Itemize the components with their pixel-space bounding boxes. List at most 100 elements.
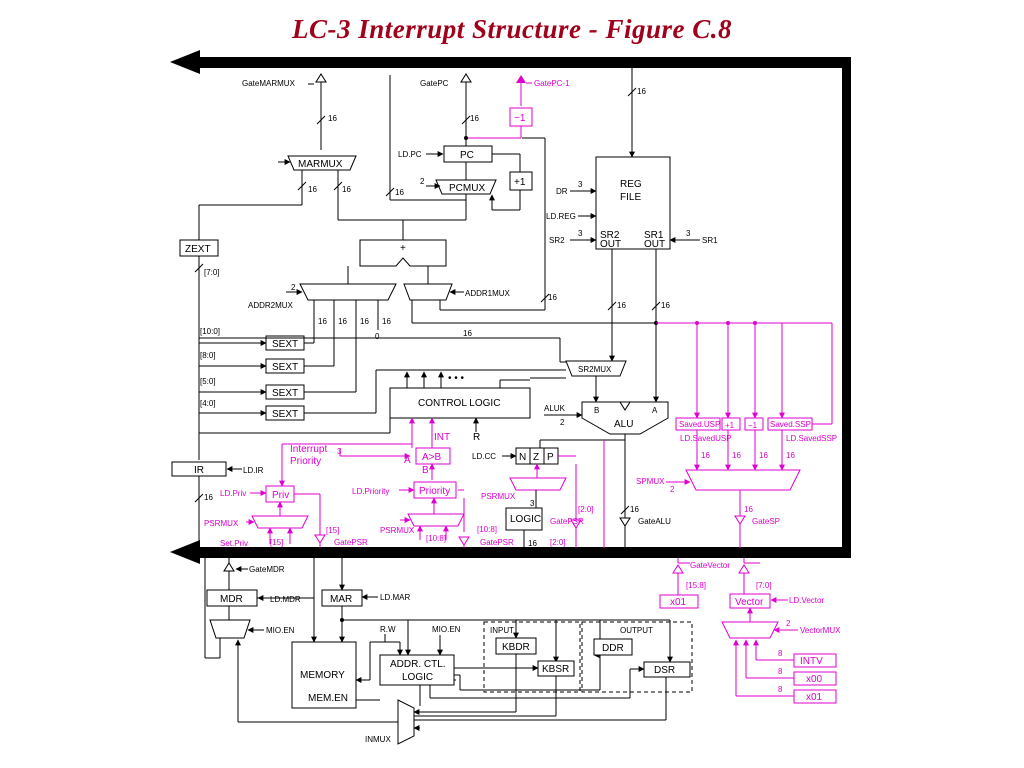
reg-file-label-2: FILE (620, 192, 641, 203)
dsr-label: DSR (654, 665, 675, 676)
logic-label: LOGIC (510, 514, 541, 525)
pcmux-label: PCMUX (449, 183, 485, 194)
output-label: OUTPUT (620, 626, 653, 635)
priority-psrmux (407, 513, 465, 527)
input-device-group (483, 621, 581, 693)
sext-label-2: SEXT (272, 362, 298, 373)
set-priv-label: Set.Priv (220, 539, 248, 548)
cc-psrmux (509, 477, 567, 491)
gate-alu-label: GateALU (638, 517, 671, 526)
pc-increment-unit (509, 171, 533, 191)
ddr-label: DDR (602, 643, 624, 654)
sext-label-3: SEXT (272, 388, 298, 399)
register-file (595, 156, 671, 250)
vector-label: Vector (735, 597, 764, 608)
cc-psrmux-label: PSRMUX (481, 492, 516, 501)
ld-priority-label: LD.Priority (352, 487, 389, 496)
addr2mux-select-width: 2 (291, 283, 296, 292)
addr2-w2: 16 (338, 317, 347, 326)
ddr (593, 638, 633, 656)
marmux-label: MARMUX (298, 159, 343, 170)
address-adder (359, 239, 447, 267)
zero-const-label: 0 (375, 332, 380, 341)
ld-vector-label: LD.Vector (789, 596, 824, 605)
ir-label: IR (194, 465, 204, 476)
pc-label: PC (460, 150, 474, 161)
sr2-width: 3 (578, 229, 583, 238)
cc-bits-label-2: [2:0] (550, 538, 566, 547)
addr-ctl-label-2: LOGIC (402, 672, 433, 683)
kbdr-label: KBDR (502, 642, 530, 653)
width-ticks (194, 87, 661, 515)
sr2mux (565, 360, 627, 377)
sr1-out-label-2: OUT (644, 239, 665, 250)
mar-label: MAR (330, 594, 352, 605)
figure-title: LC-3 Interrupt Structure - Figure C.8 (291, 14, 733, 44)
alu-a-label: A (652, 406, 658, 415)
vector-high-bits: [15:8] (686, 581, 706, 590)
spmux-width: 2 (670, 485, 675, 494)
sext-4-0: [4:0] SEXT (199, 369, 566, 421)
sp-plus-one: +1 (725, 421, 735, 430)
sr1out-width: 16 (661, 301, 670, 310)
gate-psr-label-2: GatePSR (480, 538, 514, 547)
sp-increment (721, 417, 741, 431)
interrupt-priority-label-1: Interrupt (290, 444, 327, 455)
sp-minus-one: −1 (748, 421, 758, 430)
address-control-logic (379, 654, 455, 686)
sext5-width: 16 (463, 329, 472, 338)
sp-decrement (744, 417, 764, 431)
addr1mux-width: 16 (548, 293, 557, 302)
ld-priv-label: LD.Priv (220, 489, 246, 498)
gate-marmux: GateMARMUX (242, 73, 327, 150)
sext-8-0-bits: [8:0] (200, 351, 216, 360)
gate-marmux-label: GateMARMUX (242, 79, 296, 88)
reg-file-label-1: REG (620, 179, 642, 190)
saved-ssp-label: Saved.SSP (770, 420, 811, 429)
gatealu-width: 16 (630, 505, 639, 514)
marmux (287, 155, 357, 171)
pcmux-select-width: 2 (420, 177, 425, 186)
gate-marmux-width: 16 (328, 114, 337, 123)
gate-vector-label: GateVector (690, 561, 730, 570)
input-label: INPUT (490, 626, 514, 635)
zext-bits-label: [7:0] (204, 268, 220, 277)
cc-bits-label: [2:0] (578, 505, 594, 514)
gate-pc-minus1-label: GatePC-1 (534, 79, 570, 88)
sext-8-0: [8:0] SEXT (199, 351, 334, 374)
mio-en-label: MIO.EN (266, 626, 295, 635)
x00-label: x00 (806, 674, 823, 685)
priv-label: Priv (272, 490, 289, 501)
addr2-w4: 16 (382, 317, 391, 326)
gate-pc: GatePC (420, 73, 472, 146)
alu-label: ALU (614, 419, 633, 430)
int-label: INT (434, 432, 450, 443)
gate-psr-label-3: GatePSR (550, 517, 584, 526)
gate-mdr-label: GateMDR (249, 565, 285, 574)
inc-width: 16 (732, 451, 741, 460)
sext-5-0: [5:0] SEXT (199, 377, 356, 400)
sr2out-width: 16 (617, 301, 626, 310)
kbsr-label: KBSR (542, 664, 569, 675)
comparator-b-label: B (422, 465, 429, 476)
marmux-width-a: 16 (308, 185, 317, 194)
addr2-w3: 16 (360, 317, 369, 326)
x01b-label: x01 (806, 692, 823, 703)
x01b-width: 8 (778, 685, 783, 694)
aluk-label: ALUK (544, 404, 566, 413)
ld-saved-usp-label: LD.SavedUSP (680, 434, 732, 443)
priority-psrmux-label: PSRMUX (380, 526, 415, 535)
pcmux-width: 16 (395, 188, 404, 197)
priv-psrmux-label: PSRMUX (204, 519, 239, 528)
vectormux-width: 2 (786, 619, 791, 628)
ld-mdr-label: LD.MDR (270, 595, 301, 604)
ld-pc-label: LD.PC (398, 150, 422, 159)
mio-mux (209, 619, 251, 639)
plus-one-label: +1 (514, 177, 526, 188)
ssp-width: 16 (786, 451, 795, 460)
system-bus (170, 50, 851, 564)
regfile-in-width: 16 (637, 87, 646, 96)
addr2mux-label: ADDR2MUX (248, 301, 294, 310)
x01-label: x01 (670, 597, 687, 608)
output-device-group (581, 621, 693, 693)
